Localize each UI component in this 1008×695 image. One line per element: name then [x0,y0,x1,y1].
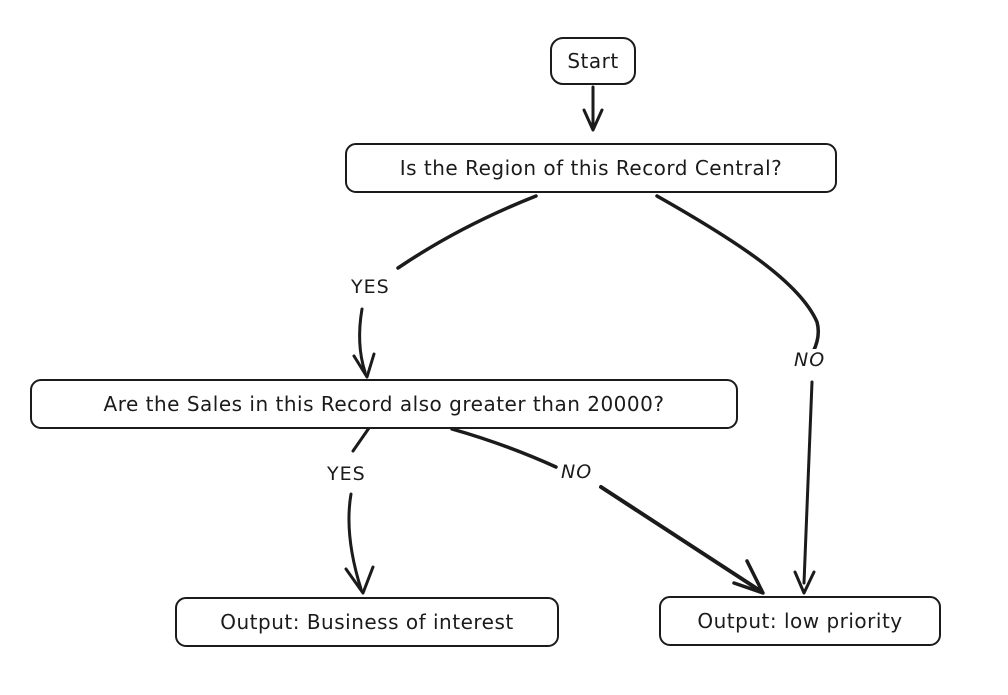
node-output-low-priority: Output: low priority [659,596,941,646]
edge-sales-no-upper [450,427,558,469]
edge-label-sales-no: NO [559,461,595,483]
arrowhead-region-yes [352,352,376,379]
edge-label-region-no: NO [792,349,828,371]
edge-sales-yes-lower [347,492,363,591]
arrowhead-start-to-region [582,108,604,132]
node-output-business-of-interest: Output: Business of interest [175,597,559,647]
edge-region-no-upper [655,194,820,354]
node-output-business-of-interest-label: Output: Business of interest [220,610,514,634]
arrowhead-sales-yes [344,565,375,595]
edge-region-yes-lower [358,307,367,374]
edge-sales-yes-upper [351,426,371,453]
node-output-low-priority-label: Output: low priority [697,609,903,633]
arrowhead-sales-no [732,559,765,595]
node-start: Start [550,37,636,85]
node-start-label: Start [567,49,619,73]
edge-region-no-lower [802,380,814,585]
arrowhead-region-no [793,570,816,595]
edge-sales-no-lower [599,485,761,592]
node-region-question: Is the Region of this Record Central? [345,143,837,193]
node-sales-question: Are the Sales in this Record also greate… [30,379,738,429]
node-region-question-label: Is the Region of this Record Central? [399,156,783,180]
node-sales-question-label: Are the Sales in this Record also greate… [103,392,665,416]
edge-label-sales-yes: YES [325,463,368,485]
edge-label-region-yes: YES [349,276,392,298]
edge-region-yes-upper [396,194,538,270]
